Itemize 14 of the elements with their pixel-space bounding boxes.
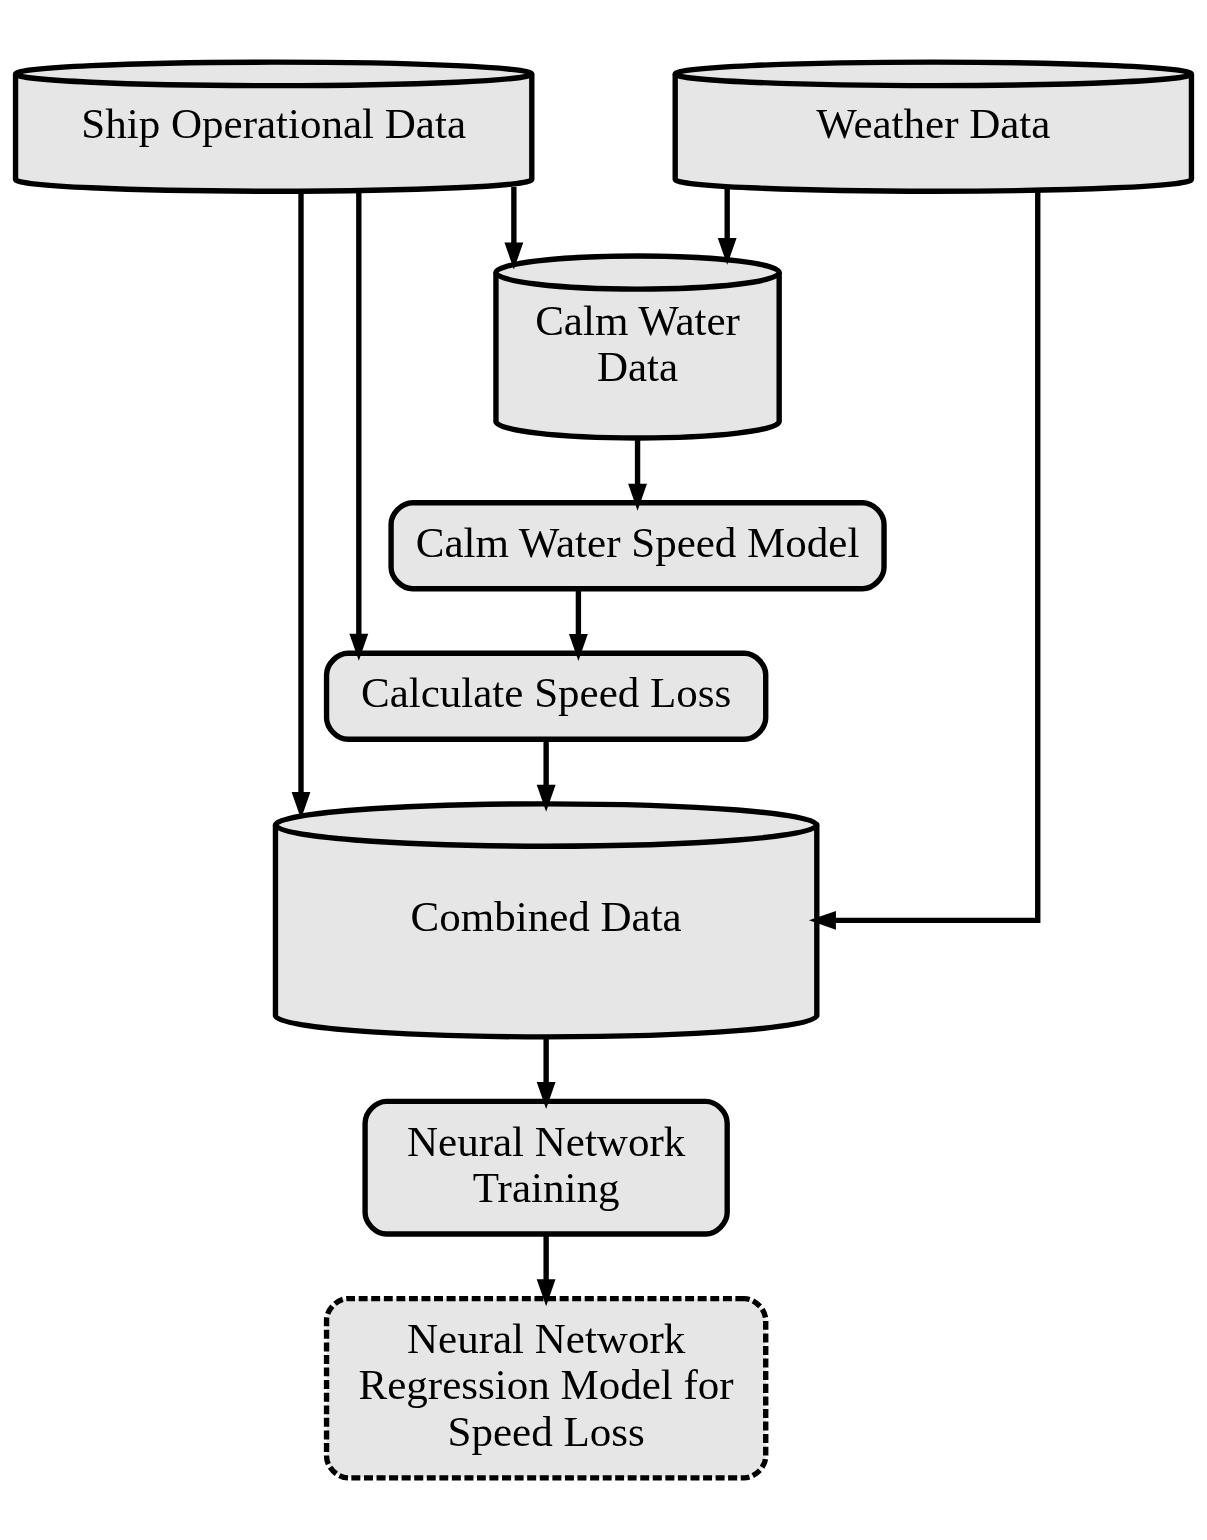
arrow — [504, 186, 524, 270]
node-box: Calculate Speed Loss — [323, 650, 769, 742]
arrow — [291, 191, 311, 819]
arrow — [536, 739, 556, 812]
node-box: Calm Water Speed Model — [388, 500, 887, 592]
arrow — [808, 191, 1041, 930]
arrow — [349, 191, 369, 661]
node-box: Neural Network Training — [362, 1098, 730, 1237]
arrow — [536, 1234, 556, 1307]
arrow — [568, 589, 588, 661]
arrow — [628, 438, 647, 511]
arrow — [717, 188, 737, 265]
node-box: Neural Network Regression Model for Speed Loss — [323, 1295, 769, 1481]
arrow — [536, 1037, 556, 1109]
